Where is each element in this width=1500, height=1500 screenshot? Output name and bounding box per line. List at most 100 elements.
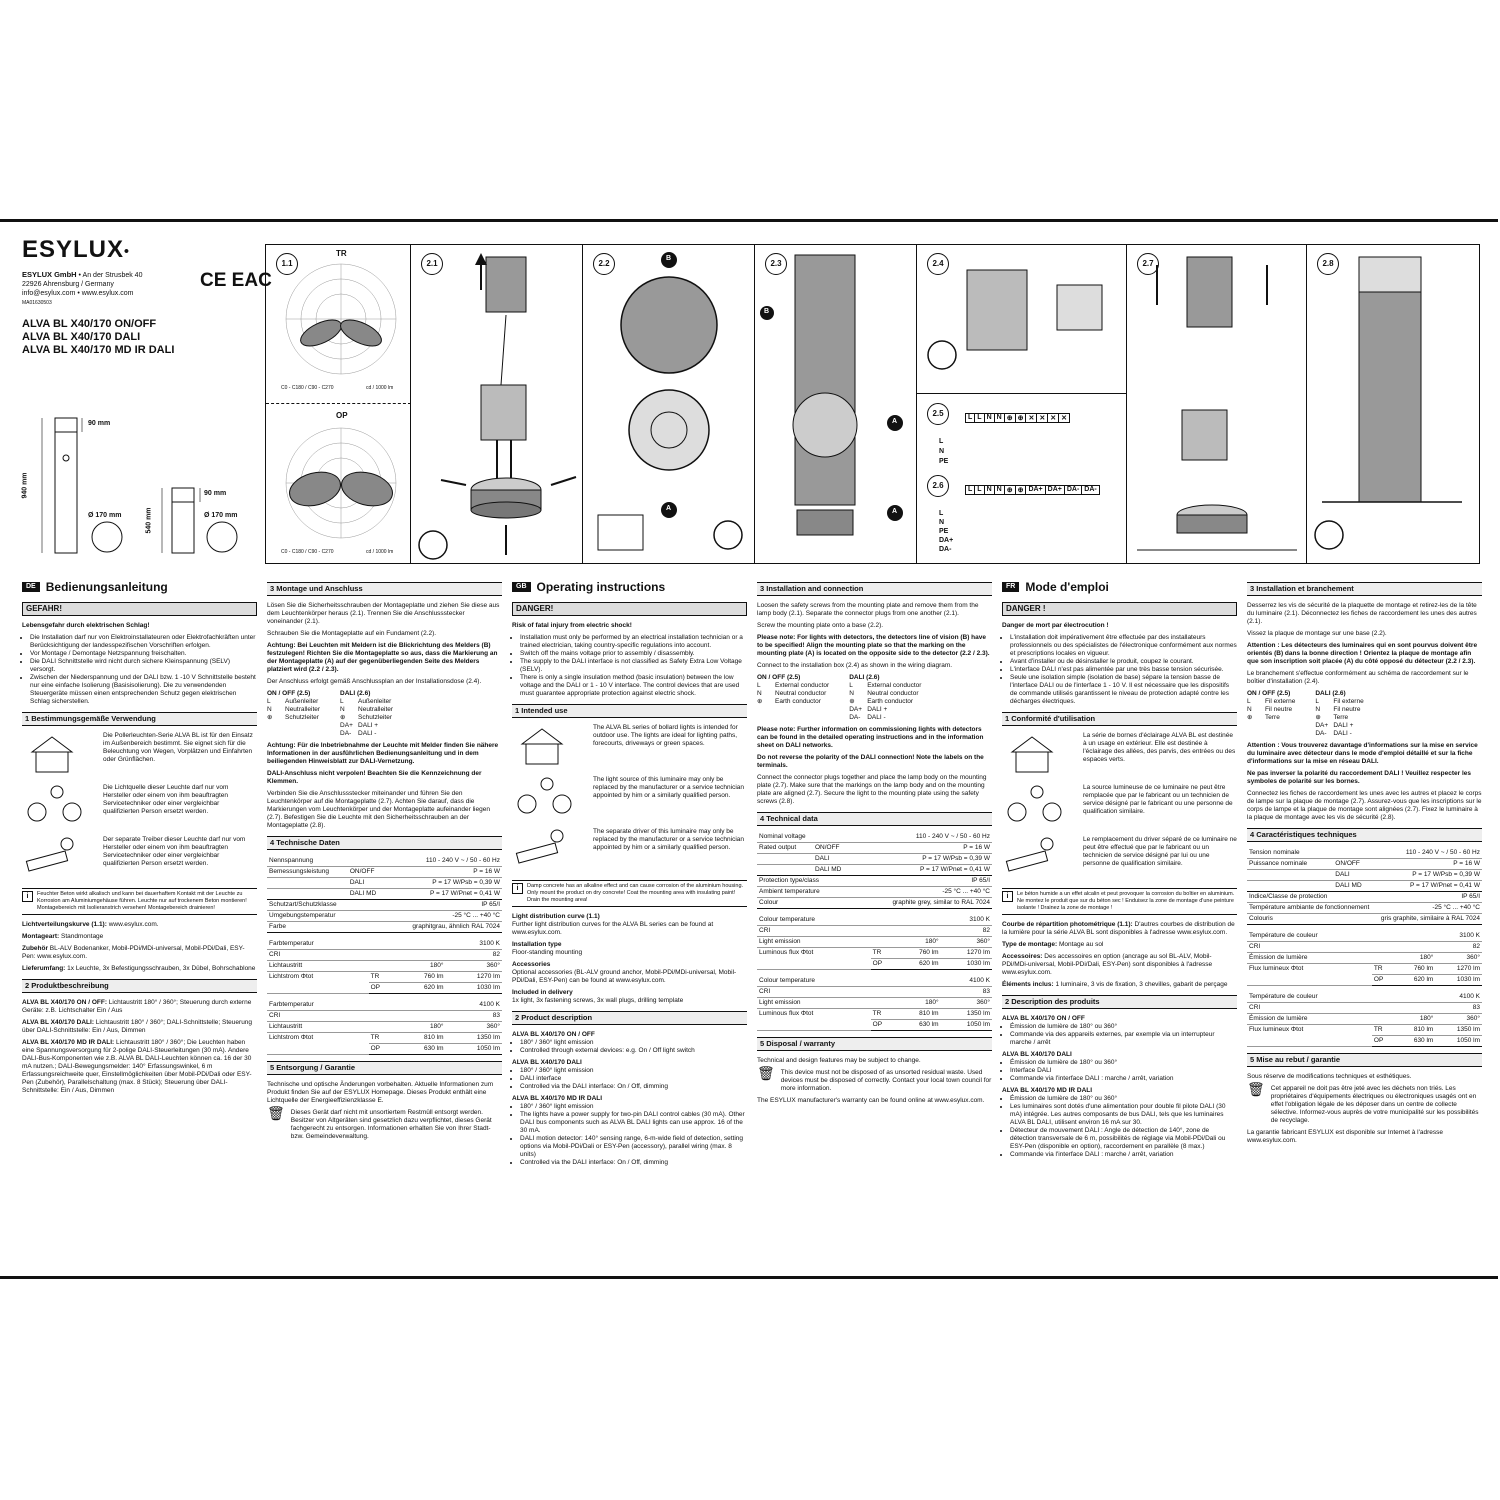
polar-legend: C0 - C180 / C90 - C270 (281, 549, 334, 555)
panel-2-7: 2.7 (1127, 245, 1307, 563)
lang-header-fr: FR Mode d'emploi (1002, 580, 1237, 594)
terminal: ✕ (1026, 414, 1038, 422)
de-column-2: 3 Montage und Anschluss Lösen Sie die Si… (267, 582, 502, 1140)
figure-2-4-svg (927, 269, 1103, 370)
danger-box: DANGER ! (1002, 602, 1237, 616)
terminal: L (966, 486, 976, 494)
terminal-block-onoff: L L N N ⊕ ⊕ ✕ ✕ ✕ ✕ (965, 413, 1070, 423)
section-heading: 5 Mise au rebut / garantie (1247, 1053, 1482, 1067)
danger-box: GEFAHR! (22, 602, 257, 616)
led-replace-icon (517, 777, 572, 814)
dim-top-2: 90 mm (204, 490, 227, 497)
section-heading: 2 Product description (512, 1011, 747, 1025)
label-b: B (764, 308, 770, 315)
section-heading: 4 Caractéristiques techniques (1247, 828, 1482, 842)
use-item: The separate driver of this luminaire ma… (512, 828, 747, 870)
driver-replace-icon (25, 837, 74, 872)
lang-title: Operating instructions (536, 580, 666, 594)
waste-bin-icon: 🗑 (757, 1065, 775, 1081)
figure-number: 2.2 (593, 253, 615, 275)
section-heading: 2 Description des produits (1002, 995, 1237, 1009)
fr-column-2: 3 Installation et branchement Desserrez … (1247, 582, 1482, 1144)
use-item: Le remplacement du driver séparé de ce l… (1002, 836, 1237, 878)
figure-2-1-svg (418, 253, 577, 560)
de-column-1: DE Bedienungsanleitung GEFAHR! Lebensgef… (22, 581, 257, 1099)
figure-2-7-svg (1137, 256, 1297, 551)
brand-header: ESYLUX• ESYLUX GmbH • An der Strusbek 40… (22, 236, 257, 308)
polar-diagram-tr (285, 263, 397, 375)
terminal: N (985, 486, 995, 494)
figure-2-2-svg (597, 252, 743, 551)
gb-column-2: 3 Installation and connection Loosen the… (757, 582, 992, 1104)
use-item: Die Pollerleuchten-Serie ALVA BL ist für… (22, 732, 257, 774)
danger-heading: Lebensgefahr durch elektrischen Schlag! (22, 622, 150, 629)
figure-number: 2.8 (1317, 253, 1339, 275)
waste-bin-icon: 🗑 (267, 1105, 285, 1121)
led-replace-icon (27, 785, 82, 822)
product-name: ALVA BL X40/170 DALI (22, 331, 141, 343)
use-item: La source lumineuse de ce luminaire ne p… (1002, 784, 1237, 826)
figure-number: 2.5 (927, 403, 949, 425)
house-icon (1010, 736, 1054, 773)
lang-header-gb: GB Operating instructions (512, 580, 747, 594)
section-heading: 5 Entsorgung / Garantie (267, 1061, 502, 1075)
lang-title: Mode d'emploi (1025, 580, 1109, 594)
section-heading: 4 Technical data (757, 812, 992, 826)
polar-unit: cd / 1000 lm (366, 549, 394, 555)
house-icon (520, 728, 564, 765)
fr-column-1: FR Mode d'emploi DANGER ! Danger de mort… (1002, 580, 1237, 1163)
terminal: N (995, 486, 1005, 494)
label-b: B (666, 255, 672, 262)
figure-number: 2.4 (927, 253, 949, 275)
terminal: DA+ (1046, 486, 1065, 494)
section-heading: 3 Montage und Anschluss (267, 582, 502, 596)
figure-number: 1.1 (276, 253, 298, 275)
terminal: L (966, 414, 976, 422)
use-item: Der separate Treiber dieser Leuchte darf… (22, 836, 257, 878)
lang-tag: FR (1002, 582, 1020, 592)
polar-op-title: OP (336, 411, 348, 420)
lang-header-de: DE Bedienungsanleitung (22, 581, 257, 593)
terminal: DA+ (1026, 486, 1046, 494)
info-icon: i (1002, 891, 1013, 902)
terminal: ⊕ (1016, 486, 1027, 494)
driver-replace-icon (515, 829, 564, 864)
terminal: ⊕ (1016, 414, 1027, 422)
dim-dia-2: Ø 170 mm (204, 512, 238, 519)
dimension-drawing: 90 mm 940 mm Ø 170 mm 90 mm 540 mm Ø 170… (22, 412, 257, 562)
section-heading: 3 Installation et branchement (1247, 582, 1482, 596)
info-icon: i (512, 883, 523, 894)
figure-panels: 1.1 TR C0 - C180 / C90 - C270 cd / 1000 … (265, 244, 1480, 564)
panel-2-3: 2.3 B A A (755, 245, 917, 563)
section-heading: 2 Produktbeschreibung (22, 979, 257, 993)
panel-2-1: 2.1 (411, 245, 583, 563)
polar-unit: cd / 1000 lm (366, 385, 394, 391)
panel-2-8: 2.8 (1307, 245, 1479, 563)
disposal-note: 🗑Dieses Gerät darf nicht mit unsortierte… (267, 1105, 492, 1140)
use-item: La série de bornes d'éclairage ALVA BL e… (1002, 732, 1237, 774)
terminal: ✕ (1061, 415, 1067, 422)
label-a: A (892, 418, 898, 425)
terminal: L (975, 414, 985, 422)
terminal: DA- (1065, 486, 1083, 494)
section-heading: 5 Disposal / warranty (757, 1037, 992, 1051)
product-names: ALVA BL X40/170 ON/OFF ALVA BL X40/170 D… (22, 318, 174, 357)
section-heading: 1 Conformité d'utilisation (1002, 712, 1237, 726)
terminal: ⊕ (1005, 486, 1016, 494)
terminal: ⊕ (1005, 414, 1016, 422)
section-heading: 4 Technische Daten (267, 836, 502, 850)
figure-2-8-svg (1314, 256, 1462, 550)
